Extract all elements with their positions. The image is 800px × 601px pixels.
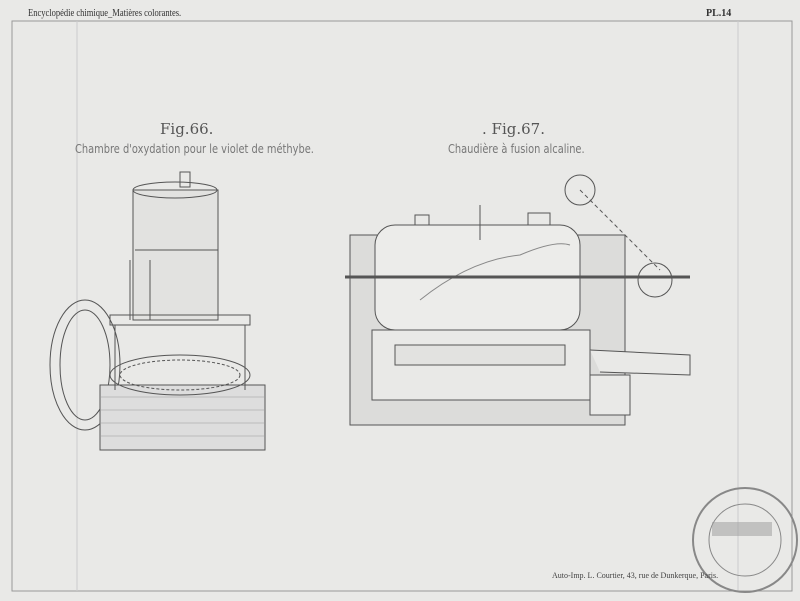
plate-frame (11, 20, 793, 592)
figure-66-caption: Chambre d'oxydation pour le violet de mé… (75, 142, 314, 156)
plate-number: PL.14 (706, 8, 732, 19)
figure-67-caption: Chaudière à fusion alcaline. (448, 142, 585, 156)
oxidation-chamber-drawing (49, 171, 266, 451)
library-stamp (692, 487, 798, 593)
header-title: Encyclopédie chimique_Matières colorante… (28, 8, 182, 19)
imprint: Auto-Imp. L. Courtier, 43, rue de Dunker… (552, 571, 719, 580)
figure-66-number: Fig.66. (160, 120, 214, 138)
fusion-boiler-drawing (345, 174, 691, 426)
figure-67-number: . Fig.67. (482, 120, 545, 138)
